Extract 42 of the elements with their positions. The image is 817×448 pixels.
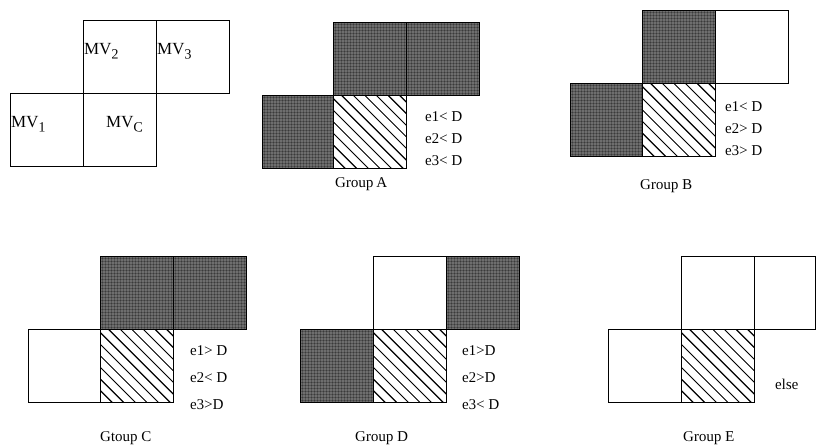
box-label: MV$_{1}$	[11, 112, 46, 136]
condition-text: e1< D	[725, 100, 762, 115]
condition-text: e2>D	[462, 371, 496, 386]
group-caption: Group E	[683, 430, 734, 445]
grid-box	[83, 93, 157, 167]
condition-text: e1>D	[462, 344, 496, 359]
hatched-box	[642, 83, 716, 157]
square-box	[715, 10, 789, 84]
hatched-box	[100, 329, 174, 403]
condition-text: e3>D	[190, 398, 224, 413]
shaded-box	[642, 10, 716, 84]
condition-text: e3< D	[462, 398, 500, 413]
square-box	[754, 256, 816, 330]
hatched-box	[681, 329, 755, 403]
shaded-box	[262, 95, 336, 169]
condition-text: e2> D	[725, 122, 762, 137]
grid-box	[83, 20, 157, 94]
grid-box	[156, 20, 230, 94]
box-label: MV$_{C}$	[106, 112, 143, 136]
group-caption: Group A	[335, 176, 388, 191]
hatched-box	[333, 95, 407, 169]
shaded-box	[570, 83, 644, 157]
condition-text: e1> D	[190, 344, 228, 359]
group-caption: Group D	[355, 430, 408, 445]
condition-text: e1< D	[425, 110, 462, 125]
condition-text: e2< D	[190, 371, 228, 386]
hatched-box	[373, 329, 447, 403]
shaded-box	[100, 256, 174, 330]
grid-box	[10, 93, 84, 167]
box-label: MV$_{2}$	[84, 39, 118, 64]
shaded-box	[446, 256, 520, 330]
shaded-box	[333, 22, 407, 96]
group-caption: Group B	[640, 178, 692, 193]
shaded-box	[173, 256, 247, 330]
box-label: MV$_{3}$	[157, 39, 192, 64]
condition-text: e3> D	[725, 144, 762, 159]
shaded-box	[406, 22, 480, 96]
condition-text: else	[775, 378, 798, 393]
condition-text: e3< D	[425, 154, 462, 169]
condition-text: e2< D	[425, 132, 462, 147]
group-caption: Gtoup C	[100, 430, 152, 445]
shaded-box	[300, 329, 374, 403]
